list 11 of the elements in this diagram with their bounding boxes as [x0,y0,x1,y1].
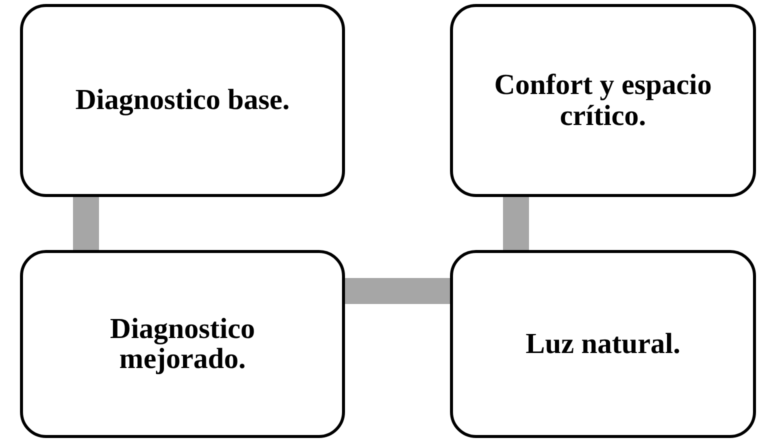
rounded-box [20,4,345,197]
box-label: Diagnostico base. [75,85,290,116]
connector-bar [503,195,529,252]
rounded-box [450,250,756,438]
box-label: Luz natural. [526,328,680,360]
rounded-box [450,4,756,197]
box-label: Diagnostico mejorado. [109,314,256,374]
connector-bar [343,278,452,304]
box-label: Confort y espacio crítico. [493,70,713,131]
rounded-box [20,250,345,438]
connector-bar [73,195,99,252]
